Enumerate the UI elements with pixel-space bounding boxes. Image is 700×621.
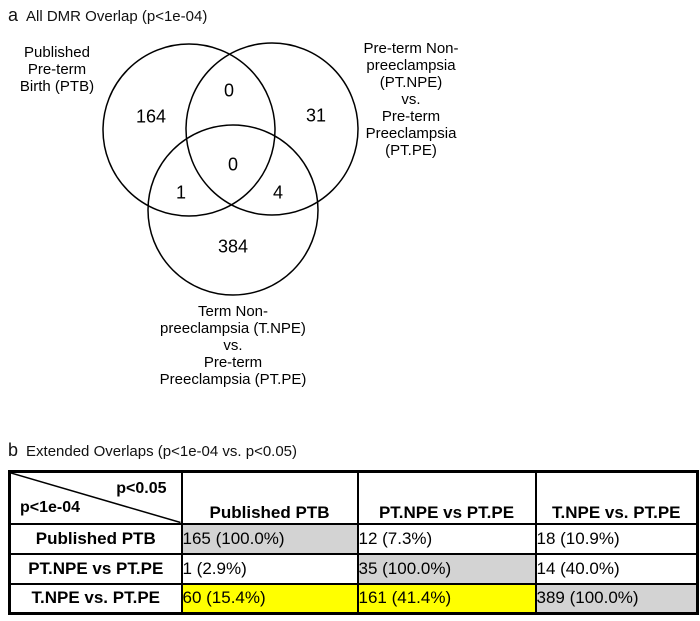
row-label-published-ptb: Published PTB xyxy=(8,522,183,555)
table-cell: 60 (15.4%) xyxy=(180,582,359,615)
extended-overlaps-table: p<0.05 p<1e-04 Published PTB PT.NPE vs P… xyxy=(8,470,699,615)
row-label-tnpe-vs-ptpe: T.NPE vs. PT.PE xyxy=(8,582,183,615)
venn-label-published-ptb: Published Pre-term Birth (PTB) xyxy=(19,44,95,95)
venn-diagram xyxy=(102,42,359,296)
table-row: PT.NPE vs PT.PE 1 (2.9%) 35 (100.0%) 14 … xyxy=(8,552,699,585)
table-cell: 18 (10.9%) xyxy=(534,522,699,555)
venn-count-left-right: 0 xyxy=(223,80,235,101)
table-row: Published PTB 165 (100.0%) 12 (7.3%) 18 … xyxy=(8,522,699,555)
table-header-row: p<0.05 p<1e-04 Published PTB PT.NPE vs P… xyxy=(8,470,699,525)
venn-count-left-bottom: 1 xyxy=(175,182,187,203)
table-row: T.NPE vs. PT.PE 60 (15.4%) 161 (41.4%) 3… xyxy=(8,582,699,615)
panel-b-title: b Extended Overlaps (p<1e-04 vs. p<0.05) xyxy=(8,440,297,461)
panel-a-title-text: All DMR Overlap (p<1e-04) xyxy=(26,8,208,25)
venn-count-center: 0 xyxy=(227,154,239,175)
panel-a-letter: a xyxy=(8,5,19,25)
corner-label-p1e04: p<1e-04 xyxy=(20,498,81,516)
row-label-ptnpe-vs-ptpe: PT.NPE vs PT.PE xyxy=(8,552,183,585)
venn-count-right-only: 31 xyxy=(305,105,327,126)
corner-label-p005: p<0.05 xyxy=(116,480,167,497)
table-cell: 12 (7.3%) xyxy=(356,522,537,555)
table-cell: 1 (2.9%) xyxy=(180,552,359,585)
table-cell: 161 (41.4%) xyxy=(356,582,537,615)
col-header-published-ptb: Published PTB xyxy=(180,470,359,525)
venn-circle-ptb xyxy=(102,43,276,217)
diagonal-line xyxy=(11,473,181,523)
table-cell: 389 (100.0%) xyxy=(534,582,699,615)
venn-label-ptnpe-vs-ptpe: Pre-term Non- preeclampsia (PT.NPE) vs. … xyxy=(363,40,459,159)
venn-count-left-only: 164 xyxy=(135,106,167,127)
corner-cell: p<0.05 p<1e-04 xyxy=(8,470,183,525)
table-cell: 35 (100.0%) xyxy=(356,552,537,585)
panel-b-letter: b xyxy=(8,440,19,460)
panel-b-title-text: Extended Overlaps (p<1e-04 vs. p<0.05) xyxy=(26,443,298,460)
venn-circle-ptnpe-vs-ptpe xyxy=(185,42,359,216)
col-header-ptnpe-vs-ptpe: PT.NPE vs PT.PE xyxy=(356,470,537,525)
panel-a-title: a All DMR Overlap (p<1e-04) xyxy=(8,5,207,26)
table-cell: 14 (40.0%) xyxy=(534,552,699,585)
venn-count-bottom-only: 384 xyxy=(217,236,249,257)
col-header-tnpe-vs-ptpe: T.NPE vs. PT.PE xyxy=(534,470,699,525)
venn-count-right-bottom: 4 xyxy=(272,182,284,203)
venn-circle-tnpe-vs-ptpe xyxy=(147,124,319,296)
table-cell: 165 (100.0%) xyxy=(180,522,359,555)
venn-label-tnpe-vs-ptpe: Term Non- preeclampsia (T.NPE) vs. Pre-t… xyxy=(159,303,307,388)
